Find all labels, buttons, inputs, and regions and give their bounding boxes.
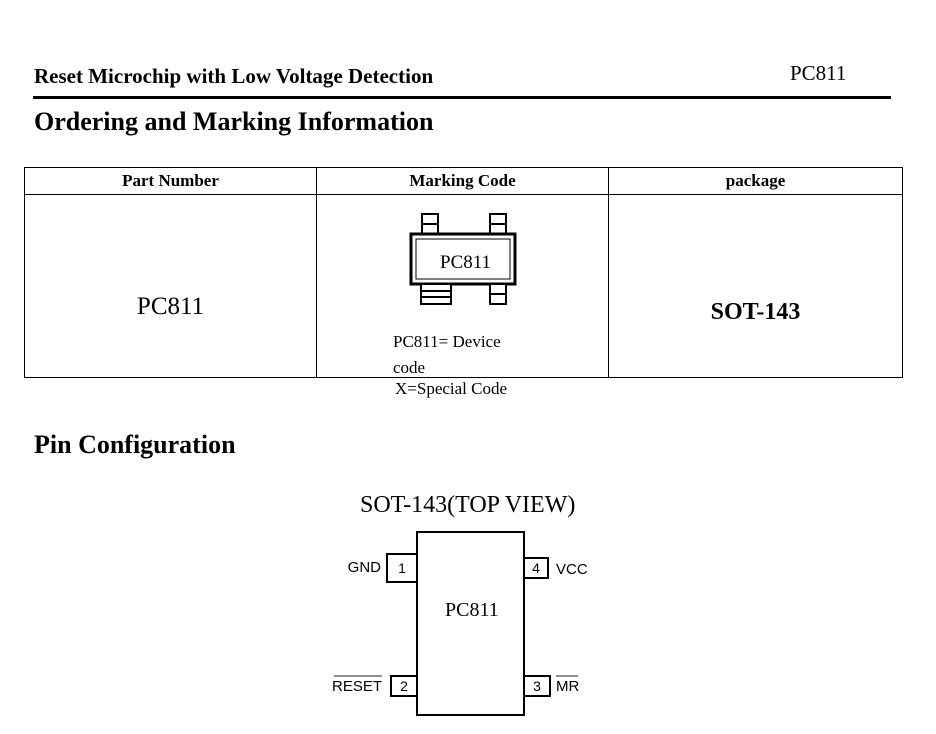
pin-4-number: 4 [532,560,540,576]
column-header-part-number: Part Number [24,167,317,195]
document-header-part: PC811 [790,61,847,85]
pin-3-label: MR [556,678,579,695]
pin-configuration-title: Pin Configuration [34,430,236,459]
ordering-section-title: Ordering and Marking Information [34,107,434,136]
pin-3-pad [523,675,551,697]
chip-body [416,531,525,716]
marking-code-text: PC811 [440,252,492,273]
part-number-value: PC811 [136,293,205,320]
pin-4-label: VCC [556,561,588,578]
marking-package-drawing [409,213,517,305]
table-row: PC811 PC811 PC811= Device code SOT-143 [24,194,903,378]
ordering-table: Part Number Marking Code package PC811 P… [24,167,903,378]
pin-diagram-title: SOT-143(TOP VIEW) [360,492,576,518]
special-code-note: X=Special Code [395,379,508,398]
pin-2-label: RESET [332,678,382,695]
document-header-title: Reset Microchip with Low Voltage Detecti… [34,64,434,88]
column-header-marking-code: Marking Code [316,167,609,195]
pin-1-number: 1 [398,560,406,576]
pin-2-number: 2 [400,678,408,694]
pin-1-pad [386,553,418,583]
part-number-cell: PC811 [24,194,317,378]
table-header-row: Part Number Marking Code package [24,167,903,195]
device-code-note: PC811= Device code [393,332,501,377]
pin-1-label: GND [348,559,382,576]
pin-3-number: 3 [533,678,541,694]
pin-2-pad [390,675,418,697]
package-value: SOT-143 [710,299,801,325]
package-cell: SOT-143 [608,194,903,378]
header-divider [33,96,891,99]
column-header-package: package [608,167,903,195]
marking-code-cell: PC811 PC811= Device code [316,194,609,378]
pin-configuration-diagram: 1 2 3 4 GND RESET MR VCC [332,531,588,716]
pin-4-pad [523,557,549,579]
chip-part-label: PC811 [445,599,499,621]
